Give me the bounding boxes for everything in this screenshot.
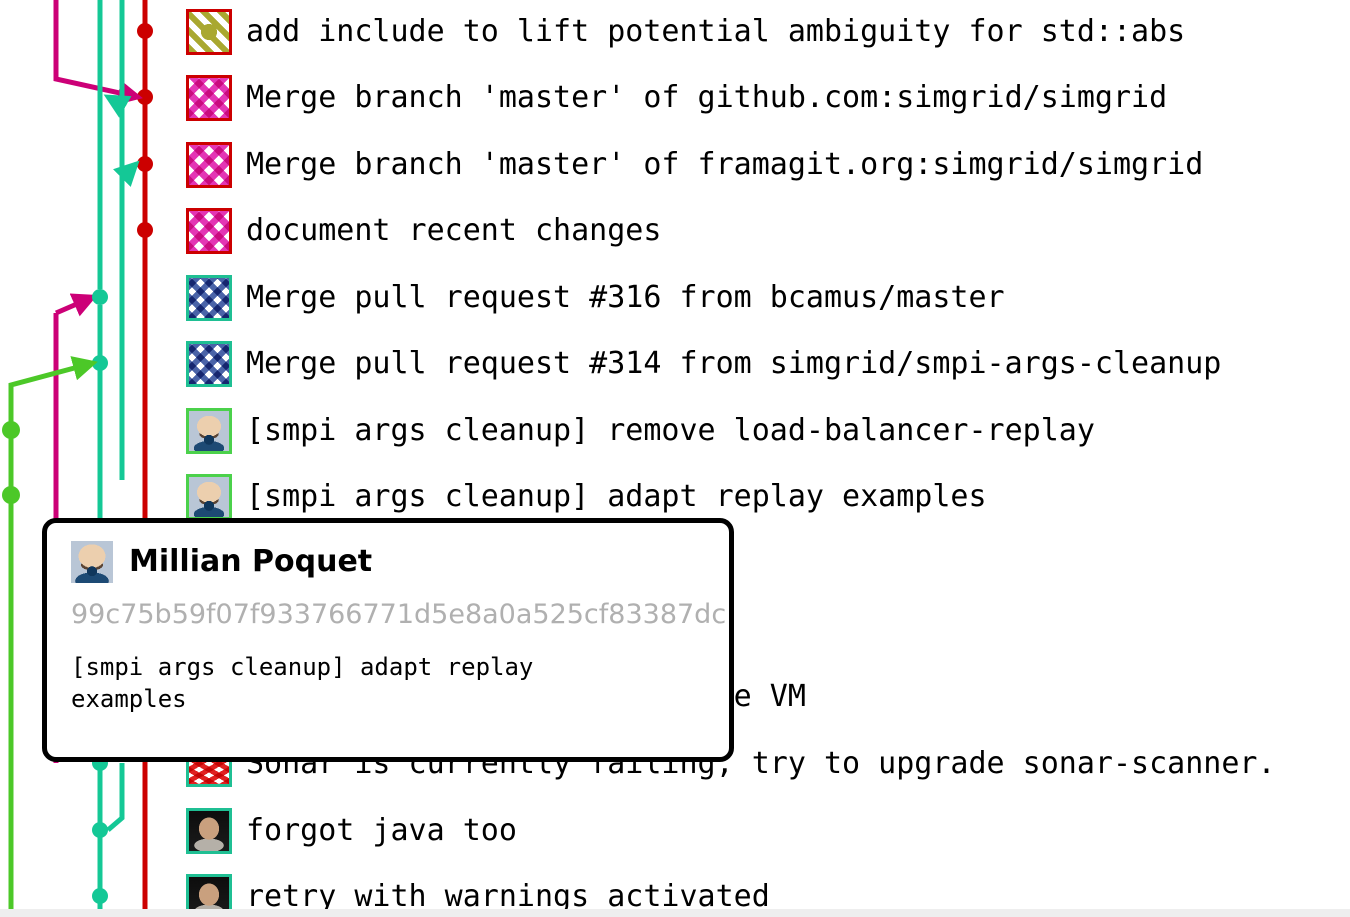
commit-graph-lanes [2, 0, 153, 917]
avatar-identicon-pink [186, 75, 232, 121]
commit-subject: document recent changes [246, 213, 662, 248]
commit-dot-teal [92, 888, 108, 904]
commit-dot-red [137, 222, 153, 238]
lane-green [2, 356, 98, 917]
bottom-scroll-strip[interactable] [0, 909, 1350, 917]
commit-dot-teal [92, 289, 108, 305]
commit-subject: [smpi args cleanup] remove load-balancer… [246, 413, 1095, 448]
avatar-identicon-blue [186, 275, 232, 321]
avatar-identicon-olive [186, 9, 232, 55]
commit-row[interactable]: document recent changes [186, 207, 661, 255]
commit-row[interactable]: add include to lift potential ambiguity … [186, 8, 1185, 56]
commit-row[interactable]: Merge pull request #316 from bcamus/mast… [186, 274, 1005, 322]
commit-row[interactable]: [smpi args cleanup] adapt replay example… [186, 473, 987, 521]
avatar-identicon-pink [186, 142, 232, 188]
tooltip-commit-hash: 99c75b59f07f933766771d5e8a0a525cf83387dc [71, 599, 727, 630]
lane-teal-merge-arrow [113, 160, 140, 240]
avatar-person-millian-icon [71, 541, 113, 583]
commit-row[interactable]: Merge branch 'master' of github.com:simg… [186, 74, 1167, 122]
commit-row[interactable]: Merge branch 'master' of framagit.org:si… [186, 141, 1203, 189]
tooltip-header: Millian Poquet [71, 541, 705, 583]
avatar-identicon-blue [186, 341, 232, 387]
commit-subject: Merge branch 'master' of github.com:simg… [246, 80, 1168, 115]
avatar-photo-face [186, 808, 232, 854]
commit-row[interactable]: Merge pull request #314 from simgrid/smp… [186, 340, 1221, 388]
commit-subject: forgot java too [246, 813, 517, 848]
commit-subject: Merge pull request #316 from bcamus/mast… [246, 280, 1005, 315]
commit-row[interactable]: forgot java too [186, 807, 517, 855]
avatar-person-millian [186, 474, 232, 520]
commit-dot-green [2, 486, 20, 504]
commit-row[interactable]: [smpi args cleanup] remove load-balancer… [186, 407, 1095, 455]
commit-dot-green [2, 421, 20, 439]
tooltip-author-name: Millian Poquet [129, 544, 373, 579]
tooltip-commit-message: [smpi args cleanup] adapt replay example… [71, 653, 534, 713]
commit-dot-teal [92, 822, 108, 838]
commit-subject: Merge branch 'master' of framagit.org:si… [246, 147, 1204, 182]
lane-red-master [137, 0, 153, 917]
commit-subject: retry with warnings activated [246, 879, 770, 914]
commit-dot-red [137, 156, 153, 172]
commit-subject: add include to lift potential ambiguity … [246, 14, 1186, 49]
commit-subject: Merge pull request #314 from simgrid/smp… [246, 346, 1222, 381]
commit-dot-red [137, 23, 153, 39]
commit-tooltip: Millian Poquet 99c75b59f07f933766771d5e8… [42, 518, 734, 762]
avatar-identicon-pink [186, 208, 232, 254]
avatar-person-millian [186, 408, 232, 454]
commit-subject: [smpi args cleanup] adapt replay example… [246, 479, 987, 514]
